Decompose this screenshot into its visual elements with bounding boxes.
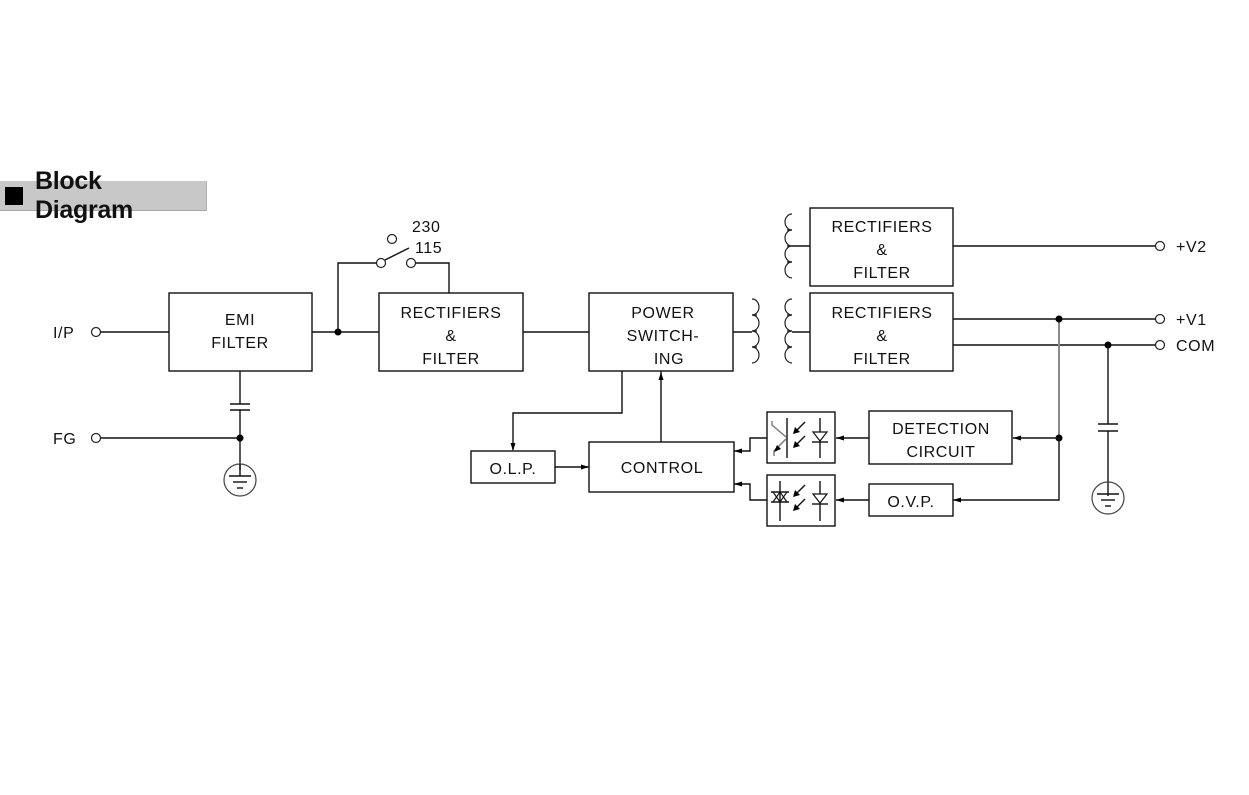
optocoupler-transistor-icon [766,411,836,464]
voltage-selector-switch[interactable]: 230 115 [375,219,443,269]
detection-circuit-block: DETECTION CIRCUIT [868,410,1013,465]
arrow-icon [836,497,844,503]
arrow-icon [510,443,516,451]
olp-label: O.L.P. [490,461,537,478]
earth-ground-icon [223,463,257,497]
control-block: CONTROL [588,441,735,493]
control-label: CONTROL [621,460,703,477]
detection-circuit-line-1: DETECTION [892,421,990,438]
power-switching-line-1: POWER [631,305,694,322]
junction-dot [1055,315,1063,323]
arrow-icon [581,464,589,470]
wire-opto1-control [734,437,767,452]
capacitor-icon [230,403,250,411]
section-heading: Block Diagram [0,167,207,224]
emi-filter-block: EMI FILTER [168,292,313,372]
arrow-icon [658,372,664,380]
wire-sense-ovp [953,438,1060,501]
v1-terminal-label: +V1 [1176,312,1207,329]
arrow-icon [734,481,742,487]
arrow-icon [734,448,742,454]
input-rectifier-line-1: RECTIFIERS [400,305,501,322]
output-rectifier-v1-line-2: & [876,328,887,345]
input-rectifier-block: RECTIFIERS & FILTER [378,292,524,372]
capacitor-icon [1098,423,1118,432]
v2-terminal: +V2 [1154,239,1207,256]
power-switching-line-2: SWITCH- [627,328,700,345]
input-terminal-label: I/P [53,325,74,342]
emi-filter-line-1: EMI [225,312,255,329]
optocoupler-thyristor-icon [766,474,836,527]
emi-filter-line-2: FILTER [211,335,269,352]
output-rectifier-v2-line-1: RECTIFIERS [831,219,932,236]
olp-block: O.L.P. [470,450,556,484]
junction-dot [236,434,244,442]
output-rectifier-v2-line-2: & [876,242,887,259]
detection-circuit-line-2: CIRCUIT [906,444,975,461]
output-rectifier-v2-block: RECTIFIERS & FILTER [809,207,954,287]
arrow-icon [1013,435,1021,441]
wire-switch-rect [415,262,450,293]
earth-ground-icon [1091,481,1125,515]
ovp-block: O.V.P. [868,483,954,517]
wire-switch-olp [512,371,623,450]
fg-terminal-label: FG [53,431,76,448]
output-rectifier-v1-line-3: FILTER [853,351,911,368]
v2-terminal-label: +V2 [1176,239,1207,256]
input-terminal: I/P [53,325,102,342]
wire-opto2-control [734,483,767,501]
fg-terminal: FG [53,431,102,448]
wire-switch [337,262,376,332]
input-rectifier-line-2: & [445,328,456,345]
output-rectifier-v1-block: RECTIFIERS & FILTER [809,292,954,372]
power-switching-block: POWER SWITCH- ING [588,292,734,372]
v1-terminal: +V1 [1154,312,1207,329]
power-switching-line-3: ING [654,351,684,368]
ovp-label: O.V.P. [887,494,934,511]
com-terminal: COM [1154,338,1215,355]
arrow-icon [836,435,844,441]
section-title: Block Diagram [34,166,133,224]
switch-label-115: 115 [415,240,442,257]
switch-label-230: 230 [412,219,441,236]
black-square-icon [5,186,23,205]
transformer-icon [751,213,793,364]
output-rectifier-v2-line-3: FILTER [853,265,911,282]
com-terminal-label: COM [1176,338,1215,355]
arrow-icon [953,497,961,503]
input-rectifier-line-3: FILTER [422,351,480,368]
output-rectifier-v1-line-1: RECTIFIERS [831,305,932,322]
